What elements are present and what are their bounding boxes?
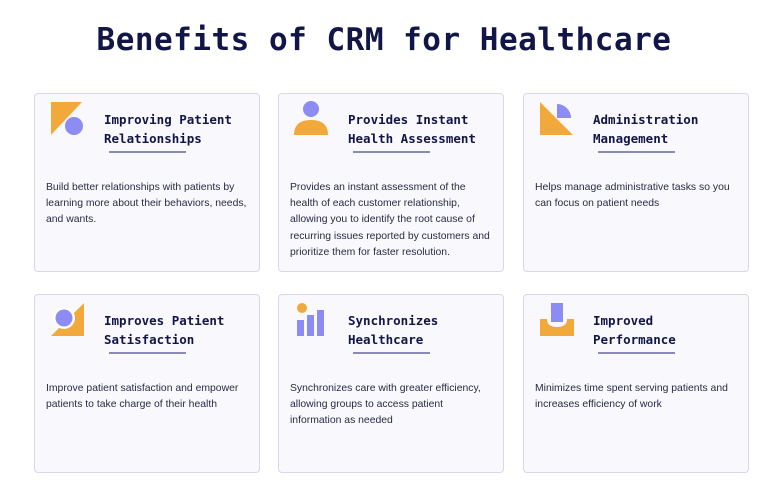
satisfaction-icon (51, 303, 84, 336)
divider (109, 151, 186, 153)
triangle-quarter-circle-icon (540, 102, 573, 135)
card-description: Improve patient satisfaction and empower… (46, 383, 239, 411)
card-title: Synchronizes Healthcare (348, 313, 439, 347)
benefit-card-patient-relationships: Improving Patient Relationships Build be… (34, 93, 260, 272)
triangle-circle-icon (51, 102, 83, 135)
card-description: Build better relationships with patients… (46, 182, 247, 226)
benefit-card-health-assessment: Provides Instant Health Assessment Provi… (278, 93, 504, 272)
card-title: Provides Instant Health Assessment (348, 112, 476, 146)
card-description: Provides an instant assessment of the he… (290, 182, 490, 258)
card-description: Synchronizes care with greater efficienc… (290, 383, 481, 427)
benefit-card-synchronizes-healthcare: Synchronizes Healthcare Synchronizes car… (278, 294, 504, 473)
card-description: Minimizes time spent serving patients an… (535, 383, 728, 411)
page-title: Benefits of CRM for Healthcare (96, 22, 672, 58)
bar-chart-icon (297, 303, 324, 336)
card-description: Helps manage administrative tasks so you… (535, 182, 730, 210)
benefit-card-administration: Administration Management Helps manage a… (523, 93, 749, 272)
card-title: Administration Management (593, 112, 699, 146)
person-icon (294, 101, 328, 135)
benefit-card-patient-satisfaction: Improves Patient Satisfaction Improve pa… (34, 294, 260, 473)
divider (598, 352, 675, 354)
card-title: Improves Patient Satisfaction (104, 313, 225, 347)
divider (598, 151, 675, 153)
card-title: Improving Patient Relationships (104, 112, 232, 146)
card-title: Improved Performance (593, 313, 676, 347)
divider (353, 151, 430, 153)
tray-icon (540, 303, 574, 336)
divider (109, 352, 186, 354)
divider (353, 352, 430, 354)
benefit-card-improved-performance: Improved Performance Minimizes time spen… (523, 294, 749, 473)
